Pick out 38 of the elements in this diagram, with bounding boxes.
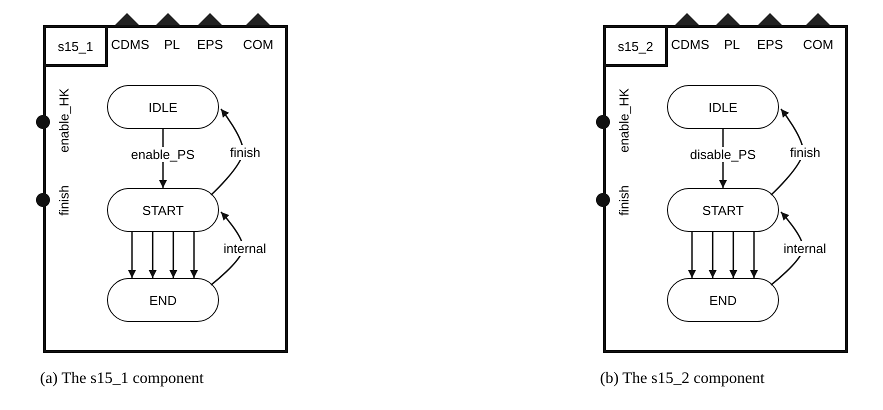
state-box: START: [107, 188, 219, 232]
input-port-label: enable_HK: [58, 88, 71, 152]
output-port-label: COM: [803, 38, 834, 50]
state-box: END: [107, 278, 219, 322]
output-port-label: COM: [243, 38, 274, 50]
transition-arrow: [688, 232, 696, 278]
state-box: IDLE: [107, 85, 219, 129]
output-port-label: EPS: [757, 38, 784, 50]
transition-arrow: [729, 232, 738, 278]
output-port-label: PL: [724, 38, 740, 50]
component-frame: [43, 25, 288, 353]
edge-label: disable_PS: [689, 147, 757, 162]
output-port-label: EPS: [197, 38, 224, 50]
component-name: s15_2: [603, 25, 668, 67]
output-port-label: CDMS: [111, 38, 150, 50]
component-name: s15_1: [43, 25, 108, 67]
input-port-label: finish: [58, 184, 71, 216]
output-port-label: CDMS: [671, 38, 710, 50]
transition-arrow: [148, 232, 157, 278]
transition-arrow: [128, 232, 136, 278]
input-port-label: finish: [618, 184, 631, 216]
state-box: END: [667, 278, 779, 322]
figure-caption: (a) The s15_1 component: [40, 370, 204, 388]
edge-label: internal: [222, 241, 268, 256]
output-port-label: PL: [164, 38, 180, 50]
input-port-label: enable_HK: [618, 88, 631, 152]
state-box: IDLE: [667, 85, 779, 129]
transition-arrow: [708, 232, 717, 278]
edge-label: internal: [782, 241, 828, 256]
edge-label: enable_PS: [130, 147, 196, 162]
state-box: START: [667, 188, 779, 232]
figure-caption: (b) The s15_2 component: [600, 370, 765, 388]
edge-label: finish: [789, 144, 822, 160]
transition-arrow: [169, 232, 178, 278]
component-frame: [603, 25, 848, 353]
edge-label: finish: [229, 144, 262, 160]
transition-arrow: [190, 232, 198, 278]
transition-arrow: [750, 232, 758, 278]
